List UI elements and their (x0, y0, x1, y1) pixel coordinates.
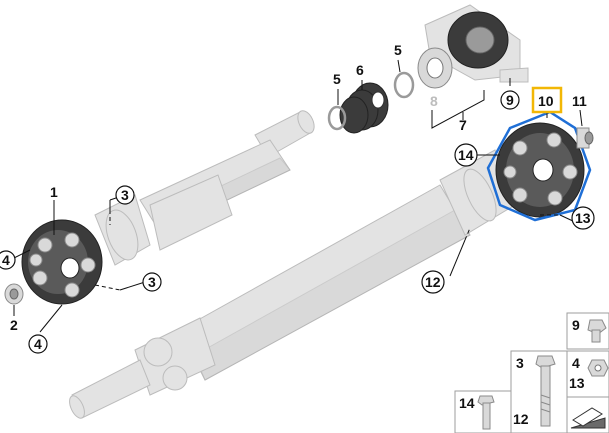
legend-14: 14 (459, 395, 475, 411)
long-bolt-icon (535, 355, 556, 427)
front-drive-shaft (94, 110, 315, 266)
callout-9: 9 (506, 92, 514, 108)
nut-icon (587, 359, 609, 377)
fastener-legend: 9 3 12 4 13 14 (454, 312, 609, 433)
dust-boot (339, 82, 389, 134)
flex-disc-left (21, 219, 103, 305)
callout-14-circle[interactable] (454, 143, 478, 167)
legend-box-3-12[interactable] (510, 350, 568, 433)
callout-13-circle[interactable] (571, 206, 595, 230)
spacer-wedge-icon (570, 407, 606, 429)
callout-3a: 3 (121, 187, 129, 203)
callout-11: 11 (572, 93, 587, 109)
callout-2: 2 (10, 317, 18, 333)
legend-4: 4 (572, 355, 580, 371)
callouts: 1 3 3 4 4 2 5 6 5 8 7 9 10 11 14 13 12 (0, 42, 595, 354)
bushing-11 (576, 127, 594, 149)
legend-9: 9 (572, 317, 580, 333)
callout-14: 14 (458, 147, 474, 163)
rear-drive-shaft (69, 149, 516, 419)
leader-lines (13, 59, 583, 333)
callout-7: 7 (459, 117, 467, 133)
ball-bearing (417, 47, 453, 89)
callout-12-circle[interactable] (421, 270, 445, 294)
callout-5b: 5 (333, 71, 341, 87)
flex-disc-right[interactable] (486, 110, 592, 222)
callout-3b-circle[interactable] (142, 272, 162, 292)
callout-4b: 4 (34, 336, 42, 352)
bolt-9-icon (587, 319, 607, 343)
callout-5a: 5 (394, 42, 402, 58)
circlip-lower (327, 105, 347, 131)
callout-6: 6 (356, 62, 364, 78)
callout-9-circle[interactable] (500, 90, 520, 110)
short-bolt-icon (477, 395, 495, 430)
legend-13: 13 (569, 375, 585, 391)
callout-4a: 4 (2, 252, 10, 268)
callout-4b-circle[interactable] (28, 334, 48, 354)
callout-8: 8 (430, 93, 438, 109)
callout-13: 13 (575, 210, 591, 226)
callout-10-box[interactable] (531, 86, 563, 114)
callout-4a-circle[interactable] (0, 250, 16, 270)
legend-3: 3 (516, 355, 524, 371)
legend-12: 12 (513, 411, 529, 427)
callout-10: 10 (538, 93, 554, 109)
circlip-upper (393, 71, 415, 99)
callout-1: 1 (50, 184, 58, 200)
callout-12: 12 (425, 274, 441, 290)
callout-3b: 3 (148, 274, 156, 290)
callout-3a-circle[interactable] (115, 185, 135, 205)
centering-sleeve (4, 283, 24, 305)
